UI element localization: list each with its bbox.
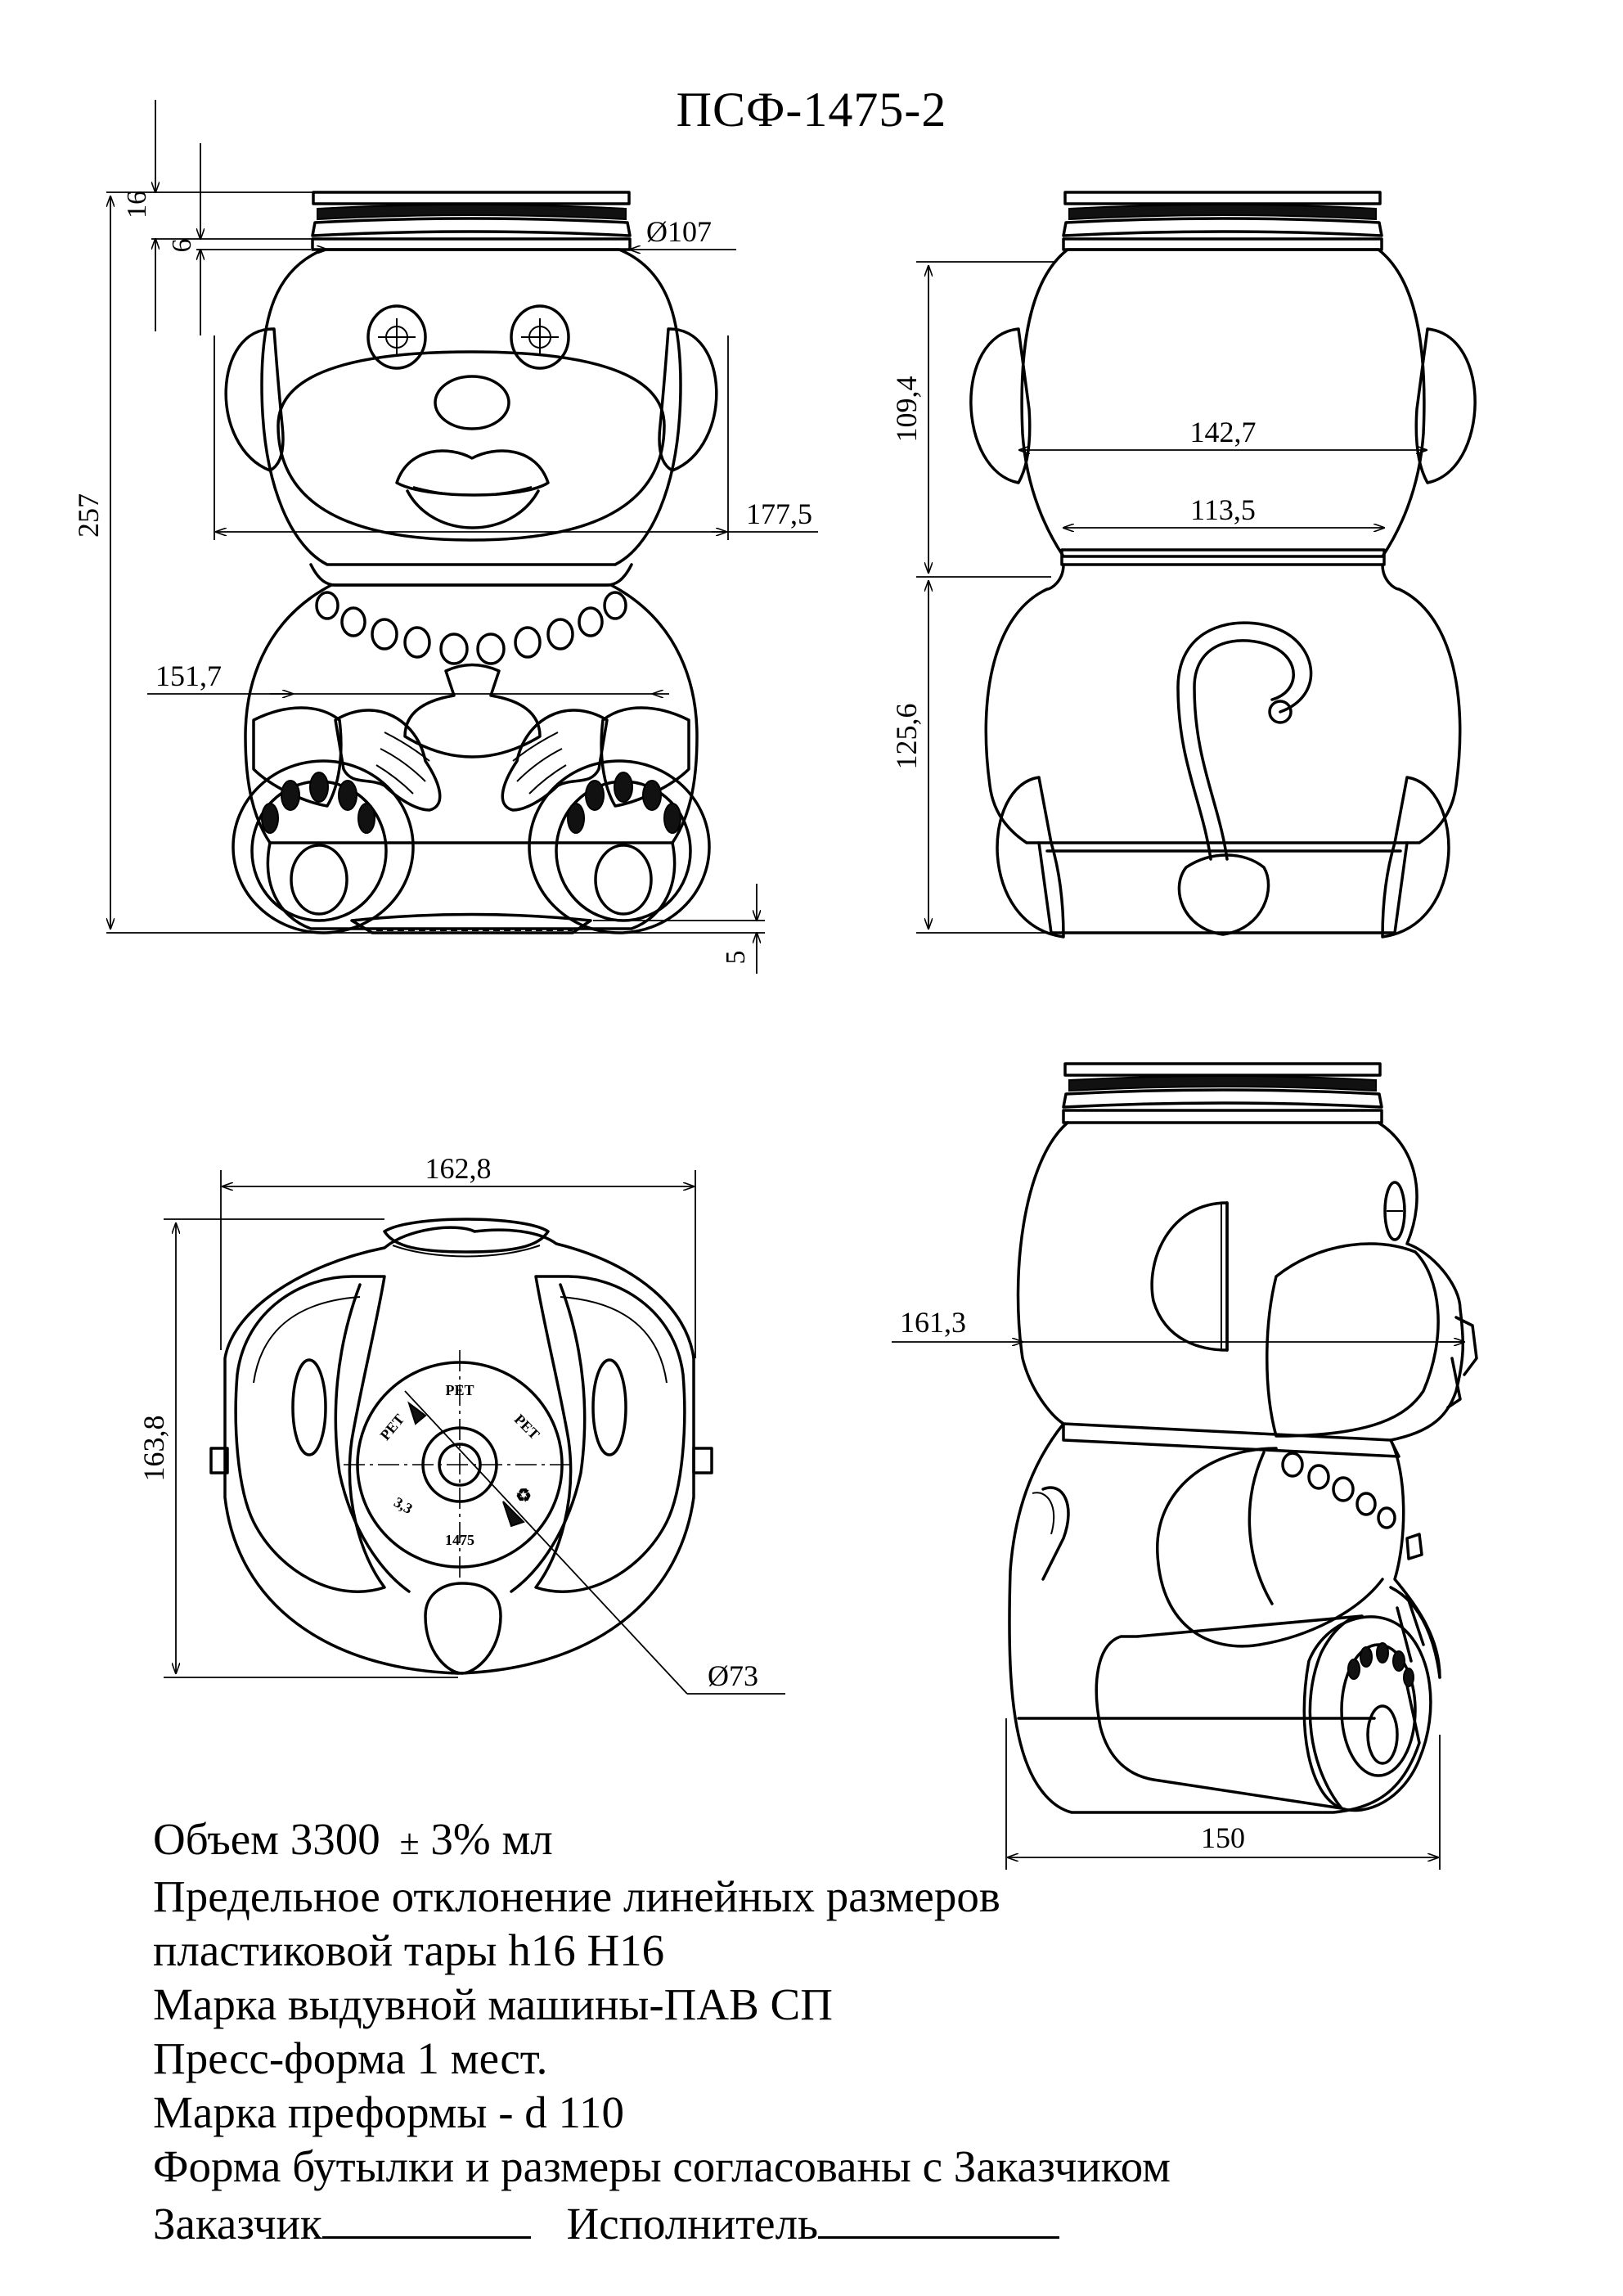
bead-necklace — [315, 591, 627, 665]
profile-ear — [1150, 1201, 1229, 1352]
profile-arm — [1156, 1447, 1384, 1648]
dim-neck-height: 16 — [122, 191, 152, 218]
dim-head-width: 161,3 — [900, 1306, 966, 1339]
face-plate — [276, 350, 666, 542]
note-approval: Форма бутылки и размеры согласованы с За… — [153, 2141, 1171, 2191]
neck-band — [309, 563, 633, 587]
dim-base-gap: 5 — [721, 951, 751, 965]
front-neck-finish — [311, 191, 632, 251]
profile-back — [1008, 1121, 1421, 1814]
base-mark-right: PET — [511, 1411, 543, 1443]
customer-signature-field[interactable] — [321, 2194, 531, 2239]
base-mark-top: PET — [445, 1382, 474, 1398]
dim-belly-width: 151,7 — [155, 660, 222, 692]
back-lower — [1037, 841, 1409, 934]
bottom-tail — [424, 1582, 502, 1675]
left-hand — [334, 709, 442, 812]
bottom-left-ear — [291, 1358, 327, 1456]
note-volume: Объем 3300 ± 3% мл — [153, 1812, 1544, 1870]
profile-necklace — [1281, 1452, 1396, 1529]
back-left-leg — [996, 776, 1065, 939]
monkey-nose — [434, 375, 510, 430]
note-tolerance-1: Предельное отклонение линейных размеров — [153, 1871, 1000, 1921]
monkey-tail — [1176, 621, 1313, 861]
contractor-label: Исполнитель — [566, 2199, 819, 2249]
right-hand — [501, 709, 609, 812]
front-base — [350, 912, 592, 934]
left-ear — [224, 327, 285, 472]
front-view: 16 6 Ø107 257 177,5 151,7 5 — [72, 100, 818, 974]
back-left-ear — [969, 327, 1032, 484]
tail-tip — [1268, 700, 1293, 724]
dim-overall-height: 257 — [72, 493, 105, 538]
note-tolerance-2: пластиковой тары h16 H16 — [153, 1925, 665, 1975]
dim-base-width: 150 — [1201, 1821, 1245, 1854]
dim-ring-height: 6 — [167, 239, 197, 253]
base-mark-code: 1475 — [445, 1532, 474, 1548]
back-dimensions — [916, 261, 1427, 934]
tail-base — [1177, 853, 1270, 936]
profile-neck-finish — [1062, 1062, 1383, 1124]
signature-line: Заказчик Исполнитель — [153, 2194, 1544, 2251]
dim-neck-diameter: Ø107 — [646, 215, 712, 248]
drawing-title: ПСФ-1475-2 — [676, 83, 947, 137]
dim-ear-width: 177,5 — [746, 497, 812, 530]
right-eye — [510, 304, 570, 370]
monkey-lips — [395, 449, 550, 529]
lower-body — [266, 841, 677, 930]
profile-dimensions — [892, 1342, 1464, 1870]
dim-shoulder-width: 142,7 — [1190, 416, 1257, 448]
back-view: 109,4 125,6 142,7 113,5 — [890, 191, 1477, 939]
note-preform: Марка преформы - d 110 — [153, 2087, 624, 2137]
dim-bottom-depth: 163,8 — [137, 1416, 170, 1482]
contractor-signature-field[interactable] — [818, 2194, 1060, 2239]
back-right-ear — [1414, 327, 1477, 484]
base-mark-left: PET — [376, 1411, 407, 1443]
right-foot — [528, 759, 711, 934]
back-neck-band — [1060, 548, 1386, 566]
back-right-leg — [1381, 776, 1450, 939]
note-volume-tolerance: ± — [399, 1822, 420, 1862]
dim-center-diameter: Ø73 — [708, 1659, 758, 1692]
dim-bottom-width: 162,8 — [425, 1152, 492, 1185]
back-head — [1020, 248, 1426, 558]
bottom-outline — [223, 1226, 695, 1675]
profile-view: 161,3 150 — [892, 1062, 1478, 1870]
base-mark-volume: 3,3 — [391, 1494, 415, 1518]
profile-eye — [1383, 1181, 1406, 1241]
bottom-view: PET PET PET 3,3 ♻ 1475 162,8 163,8 Ø73 — [137, 1152, 785, 1695]
base-mark-recycle: ♻ — [515, 1485, 532, 1506]
left-eye — [366, 304, 427, 370]
bottom-left-lobe — [234, 1275, 386, 1593]
bottom-right-ear — [591, 1358, 627, 1456]
note-volume-value: 3% мл — [430, 1814, 553, 1864]
right-ear — [658, 327, 718, 472]
profile-foot — [1302, 1615, 1432, 1812]
dim-waist-width: 113,5 — [1190, 493, 1256, 526]
back-body — [984, 563, 1462, 844]
spec-notes: Объем 3300 ± 3% мл Предельное отклонение… — [153, 1812, 1544, 2251]
dim-upper-height: 109,4 — [890, 376, 923, 443]
bottom-front-nub — [383, 1218, 550, 1254]
left-foot — [232, 759, 415, 934]
dim-lower-height: 125,6 — [890, 704, 923, 770]
note-volume-label: Объем 3300 — [153, 1814, 380, 1864]
front-dimensions — [106, 100, 818, 974]
bottom-dimensions — [164, 1170, 696, 1678]
back-neck-finish — [1062, 191, 1383, 251]
held-fruit — [403, 663, 542, 759]
bottom-right-lobe — [534, 1275, 686, 1593]
note-machine: Марка выдувной машины-ПАВ СП — [153, 1979, 833, 2029]
customer-label: Заказчик — [153, 2199, 322, 2249]
note-mold: Пресс-форма 1 мест. — [153, 2033, 548, 2083]
monkey-head — [260, 248, 682, 566]
